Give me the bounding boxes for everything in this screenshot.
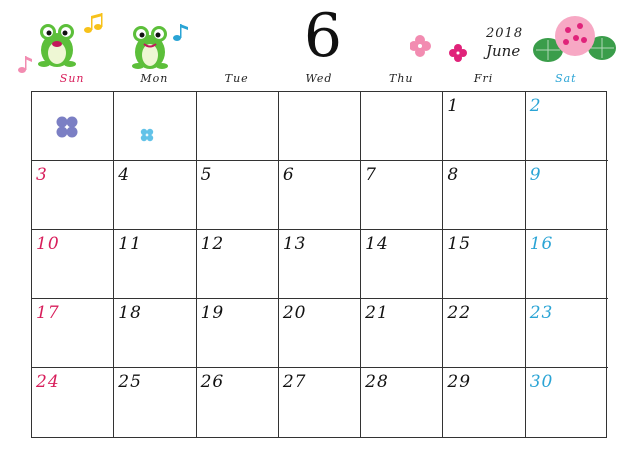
day-cell: 16 — [525, 230, 608, 299]
day-cell: 10 — [32, 230, 115, 299]
weekday-label: Thu — [389, 72, 414, 85]
clover-icon — [56, 116, 78, 138]
day-cell: 4 — [114, 161, 197, 230]
day-number: 8 — [447, 165, 460, 185]
music-note-icon — [18, 56, 32, 73]
day-number: 21 — [365, 303, 389, 323]
day-number: 24 — [36, 372, 60, 392]
double-music-note-icon — [84, 13, 103, 33]
day-cell: 22 — [443, 299, 526, 368]
day-number: 18 — [118, 303, 142, 323]
day-cell — [361, 92, 444, 161]
weekday-label: Mon — [140, 72, 169, 85]
day-cell: 20 — [278, 299, 362, 368]
day-cell: 23 — [525, 299, 608, 368]
day-number: 19 — [200, 303, 225, 323]
weekday-label: Fri — [473, 72, 494, 85]
day-number: 6 — [282, 165, 295, 185]
day-number: 30 — [529, 372, 554, 392]
frog-singing-icon — [38, 24, 76, 67]
day-cell: 26 — [197, 368, 279, 437]
day-number: 29 — [447, 372, 472, 392]
day-cell: 17 — [32, 299, 115, 368]
small-flower-icon — [410, 35, 467, 62]
day-cell: 24 — [32, 368, 115, 437]
day-number: 11 — [118, 234, 142, 254]
day-cell: 5 — [196, 161, 279, 230]
music-notes-decoration — [18, 13, 188, 73]
weekday-label: Wed — [305, 72, 333, 85]
day-number: 26 — [200, 372, 225, 392]
day-cell: 30 — [526, 368, 608, 437]
day-cell: 21 — [361, 299, 444, 368]
day-number: 7 — [365, 165, 377, 185]
day-cell: 13 — [278, 230, 362, 299]
day-number: 28 — [365, 372, 389, 392]
day-cell: 9 — [525, 161, 608, 230]
day-cell: 27 — [279, 368, 362, 437]
day-number: 3 — [36, 165, 48, 185]
day-number: 15 — [447, 234, 472, 254]
day-number: 10 — [36, 234, 60, 254]
music-note-icon — [173, 24, 188, 41]
day-cell: 1 — [443, 92, 526, 161]
day-cell: 28 — [361, 368, 444, 437]
day-number: 2 — [529, 96, 542, 116]
weekday-header: Sun Mon Tue Wed Thu Fri Sat — [31, 72, 607, 90]
day-number: 9 — [529, 165, 542, 185]
hydrangea-icon — [533, 16, 616, 62]
weekday-label: Sat — [555, 72, 577, 85]
small-clover-icon — [140, 128, 154, 142]
day-cell: 7 — [361, 161, 444, 230]
day-cell: 2 — [525, 92, 608, 161]
day-number: 13 — [282, 234, 307, 254]
day-number: 23 — [529, 303, 554, 323]
day-cell — [278, 92, 362, 161]
day-number: 20 — [282, 303, 307, 323]
day-cell: 19 — [196, 299, 279, 368]
weekday-label: Tue — [224, 72, 249, 85]
day-cell: 3 — [32, 161, 115, 230]
day-number: 14 — [365, 234, 389, 254]
day-cell: 25 — [114, 368, 197, 437]
day-cell: 12 — [196, 230, 279, 299]
month-number: 6 — [303, 1, 343, 71]
day-number: 12 — [200, 234, 225, 254]
day-number: 1 — [447, 96, 460, 116]
day-cell: 6 — [278, 161, 362, 230]
day-number: 25 — [118, 372, 142, 392]
day-cell — [196, 92, 279, 161]
month-name-label: June — [486, 42, 521, 60]
day-number: 16 — [529, 234, 554, 254]
day-cell — [32, 92, 115, 161]
year-label: 2018 — [486, 26, 524, 41]
day-cell: 14 — [361, 230, 444, 299]
day-number: 4 — [118, 165, 131, 185]
day-cell: 8 — [443, 161, 526, 230]
day-number: 17 — [36, 303, 60, 323]
day-cell: 15 — [443, 230, 526, 299]
day-number: 5 — [200, 165, 213, 185]
frog-smiling-icon — [132, 26, 168, 69]
day-cell: 18 — [114, 299, 197, 368]
weekday-label: Sun — [59, 72, 85, 85]
day-cell — [114, 92, 197, 161]
day-number: 27 — [282, 372, 307, 392]
day-cell: 29 — [443, 368, 526, 437]
day-cell: 11 — [114, 230, 197, 299]
day-number: 22 — [447, 303, 472, 323]
